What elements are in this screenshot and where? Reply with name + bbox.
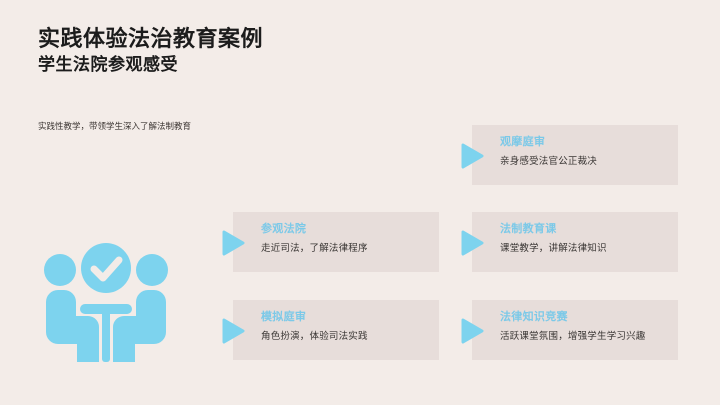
page-subtitle: 学生法院参观感受 [38, 55, 178, 75]
play-triangle-icon [461, 230, 484, 256]
card-title: 法制教育课 [500, 223, 557, 235]
play-triangle-icon [461, 318, 484, 344]
card-fazhi-jiaoyuke[interactable]: 法制教育课 课堂教学，讲解法律知识 [461, 212, 678, 272]
card-moni-tingshen[interactable]: 模拟庭审 角色扮演，体验司法实践 [222, 300, 439, 360]
card-canguan-fayuan[interactable]: 参观法院 走近司法，了解法律程序 [222, 212, 439, 272]
page-title: 实践体验法治教育案例 [38, 26, 264, 51]
card-description: 走近司法，了解法律程序 [261, 243, 368, 255]
card-title: 法律知识竞赛 [500, 311, 568, 323]
card-description: 亲身感受法官公正裁决 [500, 156, 598, 168]
play-triangle-icon [222, 318, 245, 344]
card-falv-zhishi-jingsai[interactable]: 法律知识竞赛 活跃课堂氛围，增强学生学习兴趣 [461, 300, 678, 360]
play-triangle-icon [461, 143, 484, 169]
play-triangle-icon [222, 230, 245, 256]
header: 实践体验法治教育案例 学生法院参观感受 [38, 26, 263, 76]
card-title: 观摩庭审 [500, 136, 546, 148]
card-title: 模拟庭审 [261, 311, 307, 323]
intro-paragraph: 实践性教学，带领学生深入了解法制教育 [38, 121, 192, 131]
card-description: 活跃课堂氛围，增强学生学习兴趣 [500, 331, 646, 343]
court-people-check-icon [38, 240, 174, 362]
card-guanmo-tingshen[interactable]: 观摩庭审 亲身感受法官公正裁决 [461, 125, 678, 185]
card-description: 角色扮演，体验司法实践 [261, 331, 368, 343]
card-description: 课堂教学，讲解法律知识 [500, 243, 607, 255]
card-title: 参观法院 [261, 223, 307, 235]
